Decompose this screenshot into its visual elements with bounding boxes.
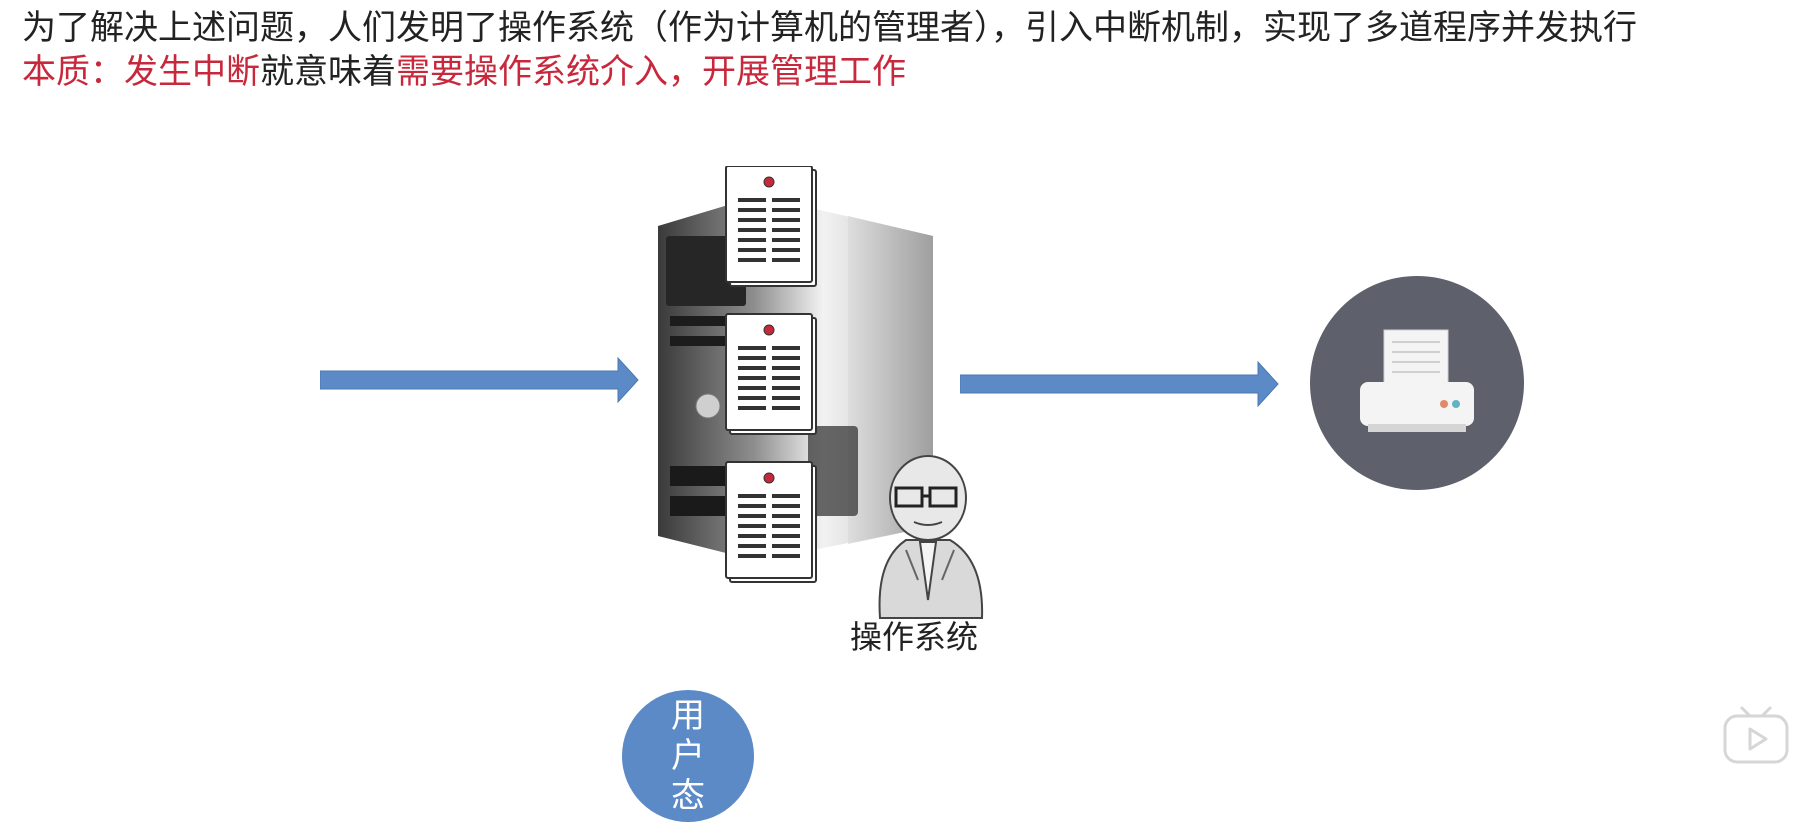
line1-text: 为了解决上述问题，人们发明了操作系统（作为计算机的管理者），引入中断机制，实现了… — [22, 8, 1637, 48]
document-icon — [725, 166, 817, 287]
printer-icon — [1360, 329, 1474, 432]
document-icon — [725, 313, 817, 435]
arrow-right-icon-right — [960, 360, 1279, 408]
server-tower-icon — [658, 166, 933, 583]
slide-text-line-2: 本质：发生中断就意味着需要操作系统介入，开展管理工作 — [22, 50, 906, 94]
os-label: 操作系统 — [850, 618, 979, 656]
line2-part3: 需要操作系统介入，开展管理工作 — [396, 52, 906, 92]
slide-text-line-1: 为了解决上述问题，人们发明了操作系统（作为计算机的管理者），引入中断机制，实现了… — [22, 6, 1637, 50]
user-mode-badge: 用 户 态 — [622, 690, 754, 822]
user-mode-char-3: 态 — [671, 776, 705, 816]
printer-circle — [1310, 276, 1524, 490]
user-mode-char-2: 户 — [671, 736, 705, 776]
document-icon — [725, 461, 817, 583]
user-mode-char-1: 用 — [671, 696, 705, 736]
line2-part1: 本质：发生中断 — [22, 52, 260, 92]
sketch-person-icon — [878, 455, 984, 619]
arrow-right-icon-left — [320, 356, 639, 404]
bilibili-play-icon[interactable] — [1722, 704, 1790, 766]
line2-part2: 就意味着 — [260, 52, 396, 92]
